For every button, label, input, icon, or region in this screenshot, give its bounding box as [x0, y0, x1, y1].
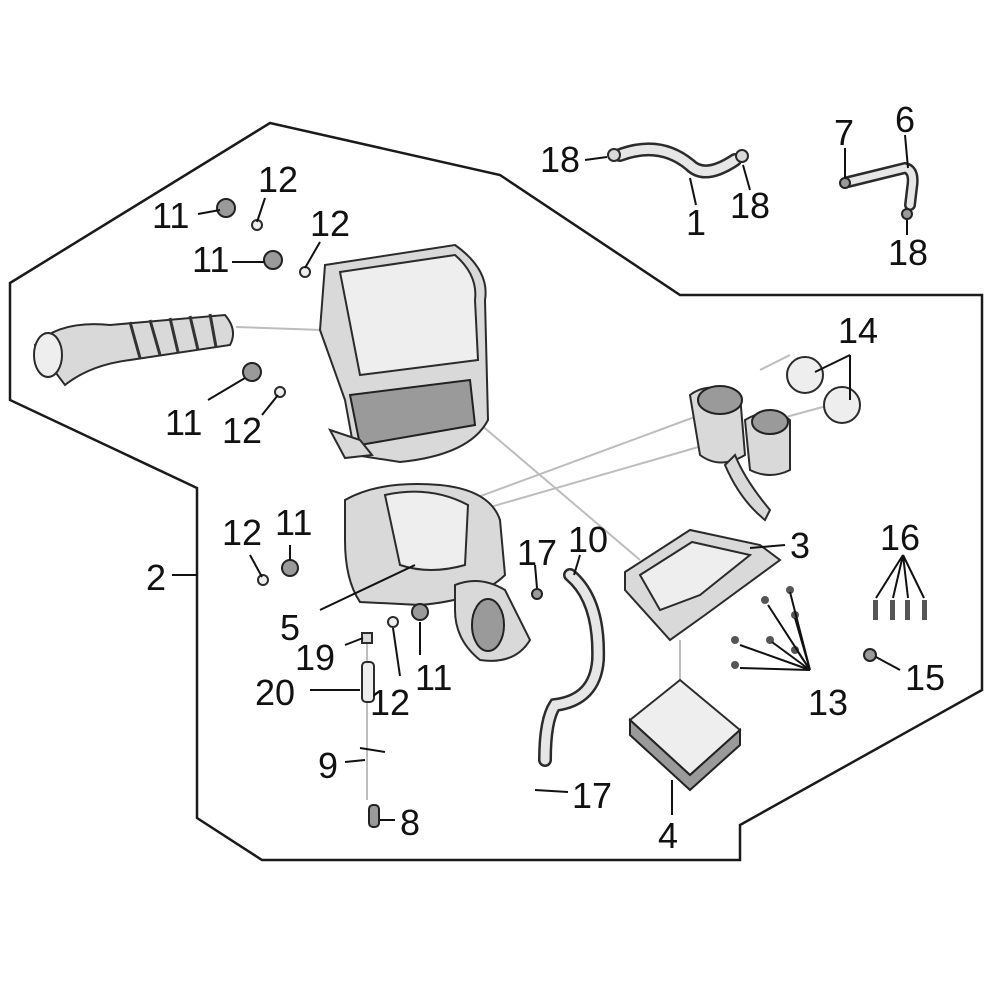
- callout-17: 17: [572, 775, 612, 816]
- callout-5: 5: [280, 607, 300, 648]
- airbox-upper-housing: [318, 243, 490, 464]
- callout-18: 18: [730, 185, 770, 226]
- callout-16: 16: [880, 517, 920, 558]
- callout-7: 7: [834, 112, 854, 153]
- callout-12: 12: [370, 682, 410, 723]
- outlet-boots: [688, 356, 861, 522]
- breather-hose: [607, 142, 749, 179]
- callout-12: 12: [222, 410, 262, 451]
- callout-20: 20: [255, 672, 295, 713]
- airbox-lower-housing: [344, 483, 532, 662]
- callout-13: 13: [808, 682, 848, 723]
- callout-15: 15: [905, 657, 945, 698]
- callout-2: 2: [146, 557, 166, 598]
- callout-labels: 11 12 11 12 11 12 2 12 11 5 19 20 12 11 …: [146, 99, 945, 856]
- callout-11: 11: [192, 239, 229, 280]
- callout-18: 18: [888, 232, 928, 273]
- breather-pipe: [839, 161, 919, 220]
- callout-11: 11: [415, 657, 452, 698]
- callout-10: 10: [568, 519, 608, 560]
- callout-14: 14: [838, 310, 878, 351]
- callout-12: 12: [258, 159, 298, 200]
- callout-19: 19: [295, 637, 335, 678]
- callout-9: 9: [318, 745, 338, 786]
- intake-duct: [33, 313, 235, 387]
- callout-8: 8: [400, 802, 420, 843]
- callout-11: 11: [275, 502, 312, 543]
- callout-11: 11: [152, 195, 189, 236]
- fasteners: [216, 198, 927, 828]
- assembly-outline: [8, 121, 984, 862]
- callout-18: 18: [540, 139, 580, 180]
- callout-1: 1: [686, 202, 706, 243]
- callout-4: 4: [658, 815, 678, 856]
- filter-frame: [624, 528, 782, 642]
- callout-17: 17: [517, 532, 557, 573]
- grommet-icon: [216, 198, 236, 218]
- callout-11: 11: [165, 402, 202, 443]
- leader-lines: [172, 134, 925, 821]
- callout-12: 12: [222, 512, 262, 553]
- callout-6: 6: [895, 99, 915, 140]
- filter-element: [628, 678, 742, 792]
- callout-12: 12: [310, 203, 350, 244]
- callout-3: 3: [790, 525, 810, 566]
